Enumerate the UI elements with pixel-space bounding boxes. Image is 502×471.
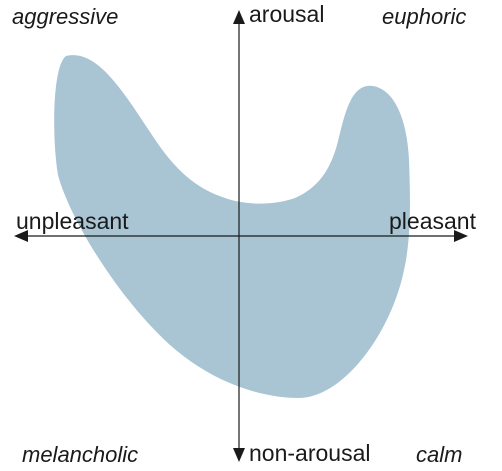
up-arrowhead (233, 10, 245, 24)
melancholic-label: melancholic (22, 442, 138, 467)
calm-label: calm (416, 442, 462, 467)
euphoric-label: euphoric (382, 4, 466, 29)
arousal-label: arousal (249, 1, 324, 27)
unpleasant-label: unpleasant (16, 208, 129, 234)
emotion-region (54, 55, 410, 398)
non-arousal-label: non-arousal (249, 440, 370, 466)
down-arrowhead (233, 448, 245, 462)
pleasant-label: pleasant (389, 208, 477, 234)
left-arrowhead (14, 230, 28, 242)
aggressive-label: aggressive (12, 4, 118, 29)
right-arrowhead (454, 230, 468, 242)
